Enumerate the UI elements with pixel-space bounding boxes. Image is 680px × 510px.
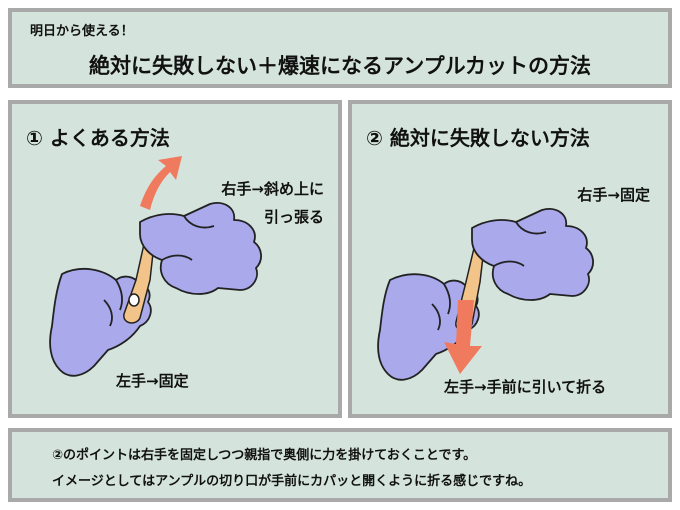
left-glove-hand-icon — [49, 267, 152, 377]
illustration-safe-method — [377, 208, 594, 381]
page-title: 絶対に失敗しない＋爆速になるアンプルカットの方法 — [89, 54, 591, 78]
footer-line-2: イメージとしてはアンプルの切り口が手前にカパッと開くように折る感じですね。 — [52, 474, 532, 489]
down-arrow-icon — [444, 300, 482, 374]
illustration-common-method — [49, 156, 262, 377]
footer-line-1: ②のポイントは右手を固定しつつ親指で奥側に力を掛けておくことです。 — [52, 448, 477, 463]
right-hand-note: 右手→固定 — [577, 186, 650, 204]
header-box: 明日から使える！ 絶対に失敗しない＋爆速になるアンプルカットの方法 — [8, 8, 672, 88]
right-hand-note-line2: 引っ張る — [263, 208, 324, 226]
header-intro: 明日から使える！ — [30, 24, 134, 39]
left-hand-note: 左手→手前に引いて折る — [444, 378, 607, 396]
right-glove-hand-icon — [471, 208, 594, 301]
panel-title-common: ① よくある方法 — [26, 126, 170, 150]
panel-safe-method: ② 絶対に失敗しない方法 右手→固定 左手→手前に引いて折る — [348, 100, 672, 418]
right-hand-note-line1: 右手→斜め上に — [221, 180, 324, 198]
up-arrow-icon — [140, 156, 182, 210]
left-hand-note: 左手→固定 — [116, 372, 189, 390]
right-glove-hand-icon — [139, 202, 262, 295]
panel-title-safe: ② 絶対に失敗しない方法 — [366, 126, 590, 150]
footer-box: ②のポイントは右手を固定しつつ親指で奥側に力を掛けておくことです。 イメージとし… — [8, 428, 672, 502]
panel-common-method: ① よくある方法 右手→斜め上に 引っ張る 左手→固定 — [8, 100, 342, 418]
